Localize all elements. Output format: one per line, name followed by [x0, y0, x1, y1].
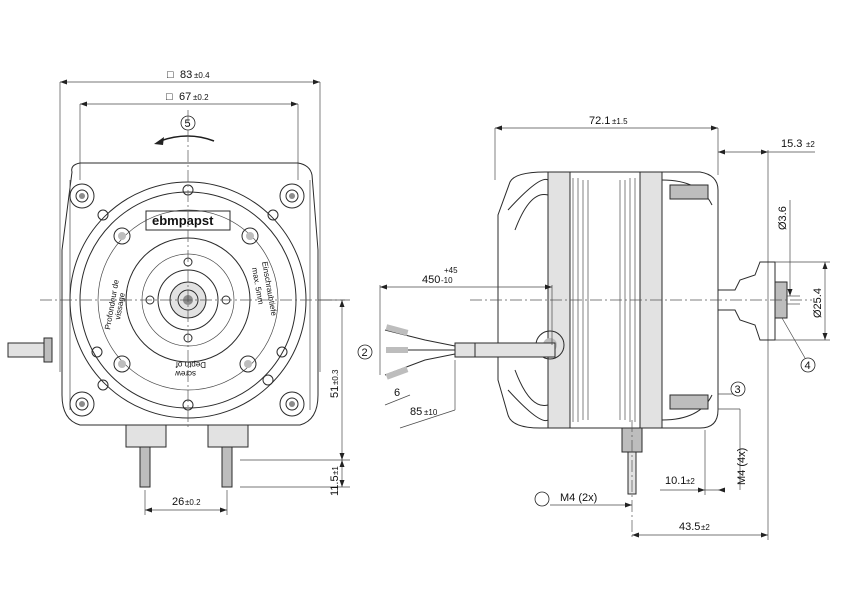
thread-m4-4x: M4 (4x): [736, 448, 748, 485]
dim-terminal-len-value: 11.5: [329, 475, 341, 496]
dim-strip: 6: [394, 387, 400, 399]
housing-outline: [61, 162, 319, 426]
dim-shaft-len-value: 15.3: [781, 138, 802, 150]
dim-lead-value: 85: [410, 406, 422, 418]
screw-bosses: [91, 209, 288, 391]
dim-mount-x-value: 10.1: [665, 475, 686, 487]
dim-inner-symbol: □: [166, 91, 173, 103]
dim-outer-value: 83: [180, 69, 192, 81]
dim-outer-tol: ±0.4: [194, 71, 210, 80]
side-view: 72.1 ±1.5 15.3 ±2: [357, 115, 830, 540]
dim-height-tol: ±0.3: [331, 369, 340, 385]
dim-mount-total-value: 43.5: [679, 521, 700, 533]
dim-mount-total-tol: ±2: [701, 523, 710, 532]
cable-leads: [384, 324, 456, 380]
rotation-label: 5: [185, 118, 191, 130]
dim-terminals-tol: ±0.2: [185, 498, 201, 507]
front-view: □ 83 ±0.4 □ 67 ±0.2 5: [7, 69, 350, 515]
corner-lugs: [69, 183, 305, 417]
dim-length-value: 72.1: [589, 115, 610, 127]
inscription-en-2: screw: [175, 369, 196, 378]
dim-hub-dia: Ø25.4: [812, 288, 824, 318]
brand-logo: ebmpapst: [152, 213, 214, 228]
dim-cable-len-tol-lower: -10: [441, 276, 453, 285]
dim-shaft-len-tol: ±2: [806, 140, 815, 149]
dim-terminal-len-tol: ±1: [331, 466, 340, 475]
dim-length-tol: ±1.5: [612, 117, 628, 126]
motor-body: [497, 171, 719, 429]
dim-height-value: 51: [329, 386, 341, 398]
callout-1: 2: [362, 347, 368, 359]
dim-terminals-value: 26: [172, 496, 184, 508]
dim-cable-len-value: 450: [422, 274, 440, 286]
thread-m4-2x: M4 (2x): [560, 492, 597, 504]
dim-shaft-dia: Ø3.6: [777, 206, 789, 230]
inscription-en-1: Depth of: [175, 360, 206, 369]
dim-inner-tol: ±0.2: [193, 93, 209, 102]
dim-lead-tol: ±10: [424, 408, 438, 417]
dim-inner-value: 67: [179, 91, 191, 103]
terminals: [125, 424, 249, 488]
callout-2: 3: [735, 384, 741, 396]
rotation-arrow: [159, 135, 215, 142]
dim-outer-symbol: □: [167, 69, 174, 81]
callout-3: 4: [805, 360, 811, 372]
shaft-hub: [717, 261, 776, 341]
dim-cable-len-tol-upper: +45: [444, 266, 458, 275]
dim-mount-x-tol: ±2: [686, 477, 695, 486]
